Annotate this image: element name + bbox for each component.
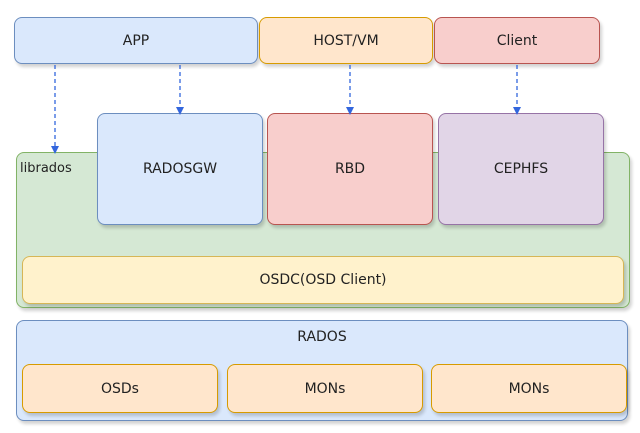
mons-box-2: MONs bbox=[431, 364, 627, 413]
librados-label: librados bbox=[20, 161, 72, 176]
mons-label-1: MONs bbox=[304, 380, 346, 397]
host-vm-box: HOST/VM bbox=[259, 17, 433, 64]
cephfs-box: CEPHFS bbox=[438, 113, 604, 225]
mons-box-1: MONs bbox=[227, 364, 423, 413]
radosgw-label: RADOSGW bbox=[142, 161, 218, 177]
host-vm-label: HOST/VM bbox=[313, 32, 379, 49]
mons-label-2: MONs bbox=[508, 380, 550, 397]
osdc-box: OSDC(OSD Client) bbox=[22, 256, 624, 304]
client-label: Client bbox=[496, 32, 538, 49]
osds-box: OSDs bbox=[22, 364, 218, 413]
rbd-label: RBD bbox=[334, 161, 366, 177]
client-box: Client bbox=[434, 17, 600, 64]
osds-label: OSDs bbox=[101, 380, 139, 397]
app-label: APP bbox=[122, 32, 150, 49]
cephfs-label: CEPHFS bbox=[493, 161, 549, 177]
rados-label: RADOS bbox=[297, 329, 347, 345]
osdc-label: OSDC(OSD Client) bbox=[259, 272, 387, 288]
app-box: APP bbox=[14, 17, 258, 64]
radosgw-box: RADOSGW bbox=[97, 113, 263, 225]
rbd-box: RBD bbox=[267, 113, 433, 225]
